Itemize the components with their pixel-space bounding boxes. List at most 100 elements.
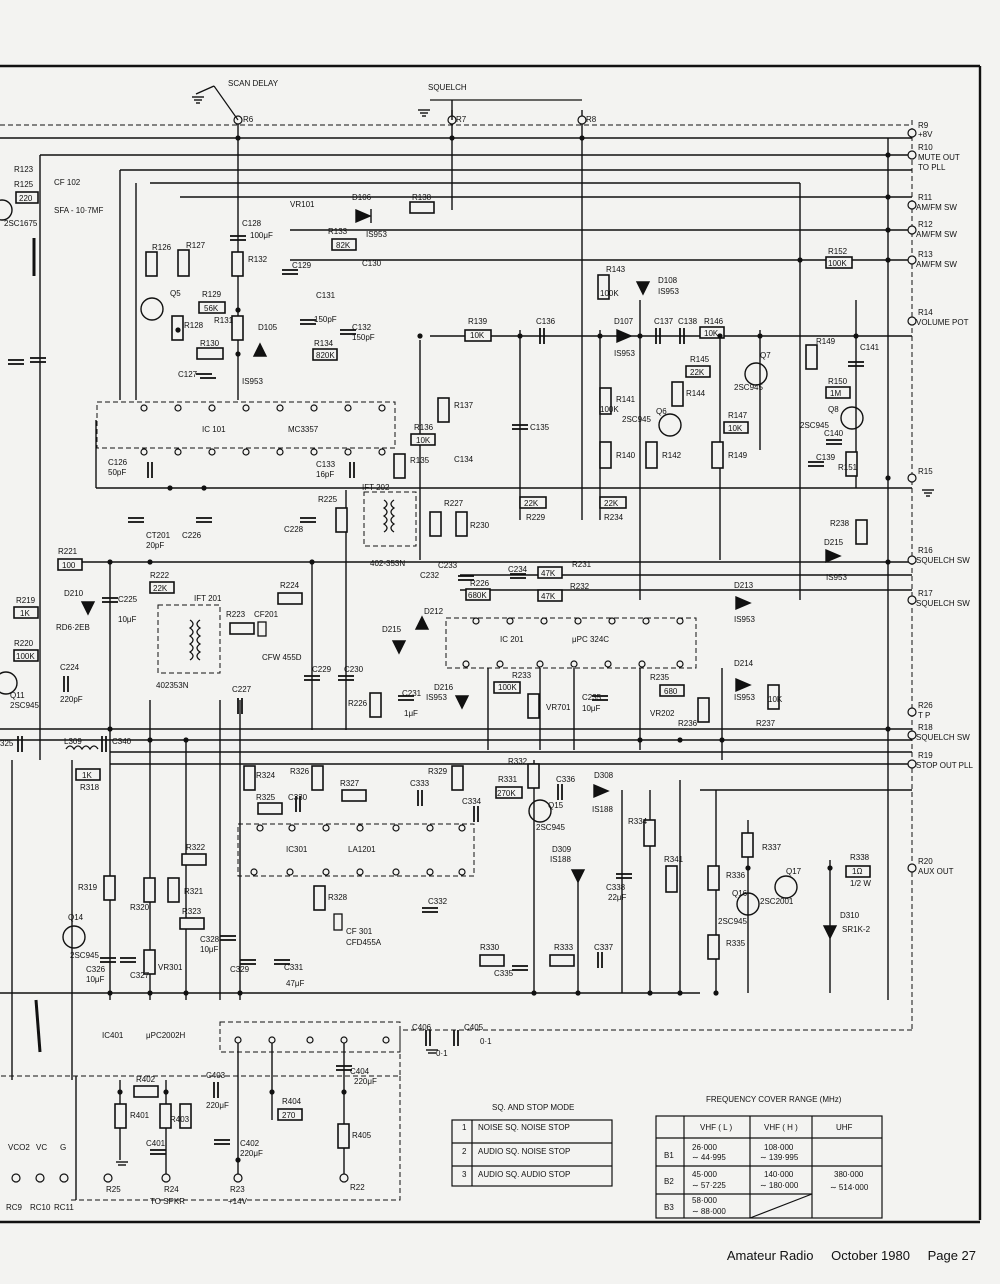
label-r330: R330 xyxy=(480,943,500,952)
label-c338: C338 xyxy=(606,883,626,892)
value-c403: 220μF xyxy=(206,1101,229,1110)
label-r143: R143 xyxy=(606,265,626,274)
value-r231: 47K xyxy=(541,569,556,578)
freq-b2: B2 xyxy=(664,1177,674,1186)
label-q6-type: 2SC945 xyxy=(622,415,651,424)
label-c225: C225 xyxy=(118,595,138,604)
label-r234: R234 xyxy=(604,513,624,522)
sq-row-1-text: NOISE SQ. NOISE STOP xyxy=(478,1123,570,1132)
freq-b3: B3 xyxy=(664,1203,674,1212)
label-c337: C337 xyxy=(594,943,614,952)
label-c234: C234 xyxy=(508,565,528,574)
label-c403: C403 xyxy=(206,1071,226,1080)
label-c405: C405 xyxy=(464,1023,484,1032)
value-r234: 22K xyxy=(604,499,619,508)
term-r26: R26 xyxy=(918,701,933,710)
label-r229: R229 xyxy=(526,513,546,522)
label-r128: R128 xyxy=(184,321,204,330)
label-r328: R328 xyxy=(328,893,348,902)
label-q14: Q14 xyxy=(68,913,84,922)
label-r327: R327 xyxy=(340,779,360,788)
term-r13: R13 xyxy=(918,250,933,259)
label-rc9: RC9 xyxy=(6,1203,23,1212)
label-d308-type: IS188 xyxy=(592,805,613,814)
label-ic301-type: LA1201 xyxy=(348,845,376,854)
label-r331: R331 xyxy=(498,775,518,784)
term-r18-sub: SQUELCH SW xyxy=(916,733,970,742)
value-r150: 1M xyxy=(830,389,841,398)
label-c135: C135 xyxy=(530,423,550,432)
label-ic101-type: MC3357 xyxy=(288,425,319,434)
label-q8-type: 2SC945 xyxy=(800,421,829,430)
label-q14-type: 2SC945 xyxy=(70,951,99,960)
label-c406: C406 xyxy=(412,1023,432,1032)
label-cf301-type: CFD455A xyxy=(346,938,382,947)
value-r338: 1Ω xyxy=(852,867,862,876)
issue-date: October 1980 xyxy=(831,1248,910,1263)
freq-b2-l1: 45·000 xyxy=(692,1170,717,1179)
label-d212: D212 xyxy=(424,607,444,616)
label-r148: R149 xyxy=(728,451,748,460)
label-r337: R337 xyxy=(762,843,782,852)
label-r145: R145 xyxy=(690,355,710,364)
label-c325: 325 xyxy=(0,739,14,748)
label-d216-type: IS953 xyxy=(426,693,447,702)
sq-row-3-num: 3 xyxy=(462,1170,467,1179)
value-r139: 10K xyxy=(470,331,485,340)
value-r125: 220 xyxy=(19,194,33,203)
label-c330: C330 xyxy=(288,793,308,802)
sq-table-title: SQ. AND STOP MODE xyxy=(492,1103,574,1112)
label-ct201: CT201 xyxy=(146,531,171,540)
label-r22: R22 xyxy=(350,1183,365,1192)
label-cf301: CF 301 xyxy=(346,927,373,936)
value-c235: 10μF xyxy=(582,704,601,713)
label-r341: R341 xyxy=(664,855,684,864)
label-d214: D214 xyxy=(734,659,754,668)
label-ic101: IC 101 xyxy=(202,425,226,434)
label-l309: L309 xyxy=(64,737,82,746)
value-c328: 10μF xyxy=(200,945,219,954)
label-vr701: VR701 xyxy=(546,703,571,712)
term-r19: R19 xyxy=(918,751,933,760)
term-r9: R9 xyxy=(918,121,929,130)
term-r10-sub2: TO PLL xyxy=(918,163,946,172)
label-d214-type: IS953 xyxy=(734,693,755,702)
freq-b2-u1: 380·000 xyxy=(834,1170,864,1179)
label-r141: R141 xyxy=(616,395,636,404)
label-r232: R232 xyxy=(570,582,590,591)
label-c224: C224 xyxy=(60,663,80,672)
label-r127: R127 xyxy=(186,241,206,250)
label-q7-type: 2SC945 xyxy=(734,383,763,392)
label-ift202-type: 402-353N xyxy=(370,559,405,568)
value-c131: 150pF xyxy=(314,315,337,324)
freq-b2-h2: ∼ 180·000 xyxy=(760,1181,799,1190)
value-r221: 100 xyxy=(62,561,76,570)
term-r20: R20 xyxy=(918,857,933,866)
label-d108: D108 xyxy=(658,276,678,285)
label-q17-type: 2SC2001 xyxy=(760,897,794,906)
label-c227: C227 xyxy=(232,685,252,694)
label-r338-watt: 1/2 W xyxy=(850,879,871,888)
label-ic401: IC401 xyxy=(102,1031,124,1040)
label-d210-type: RD6·2EB xyxy=(56,623,90,632)
freq-b1-l2: ∼ 44·995 xyxy=(692,1153,726,1162)
label-d213: D213 xyxy=(734,581,754,590)
label-r402: R402 xyxy=(136,1075,156,1084)
label-r133: R133 xyxy=(328,227,348,236)
label-r150: R150 xyxy=(828,377,848,386)
value-c402: 220μF xyxy=(240,1149,263,1158)
label-ic201: IC 201 xyxy=(500,635,524,644)
label-r152: R152 xyxy=(828,247,848,256)
label-c136: C136 xyxy=(536,317,556,326)
freq-b1-l1: 26·000 xyxy=(692,1143,717,1152)
label-r223: R223 xyxy=(226,610,246,619)
label-q8: Q8 xyxy=(828,405,839,414)
value-r143: 100K xyxy=(600,289,619,298)
label-d106-type: IS953 xyxy=(366,230,387,239)
label-d105: D105 xyxy=(258,323,278,332)
value-r233: 100K xyxy=(498,683,517,692)
freq-header-uhf: UHF xyxy=(836,1123,853,1132)
label-ift201: IFT 201 xyxy=(194,594,222,603)
label-ift201-type: 402353N xyxy=(156,681,189,690)
label-r219: R219 xyxy=(16,596,36,605)
